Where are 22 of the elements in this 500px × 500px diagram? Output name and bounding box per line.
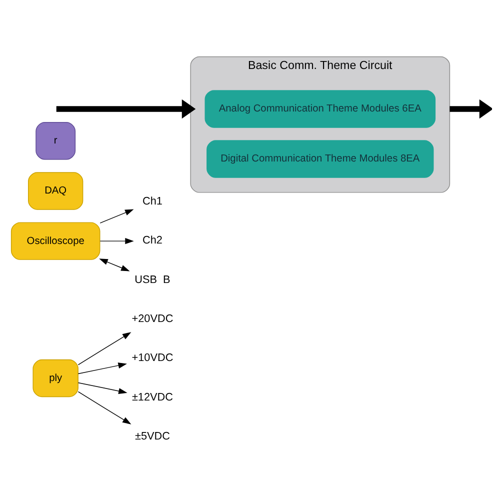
arrow [78,390,132,424]
node-box: Analog Communication Theme Modules 6EA [204,90,436,128]
node-text: +20VDC [132,312,174,324]
node-text: ±5VDC [134,430,170,442]
node-text: USB B [134,273,170,286]
arrow [78,332,132,365]
arrow [450,98,492,118]
node-box: DAQ [28,172,84,210]
node-box: Digital Communication Theme Modules 8EA [206,140,434,178]
arrow [78,382,128,394]
arrow [99,258,130,271]
node-text: ±12VDC [132,390,173,403]
node-text: Ch1 [142,194,162,207]
arrow [56,98,196,118]
node-box: Oscilloscope [10,222,100,260]
node-text: +10VDC [132,352,174,364]
node-box: r [36,122,76,160]
arrow [100,238,134,244]
node-box: ply [32,358,78,397]
arrow [78,362,127,374]
arrow [100,208,134,223]
node-text: Ch2 [142,234,162,246]
